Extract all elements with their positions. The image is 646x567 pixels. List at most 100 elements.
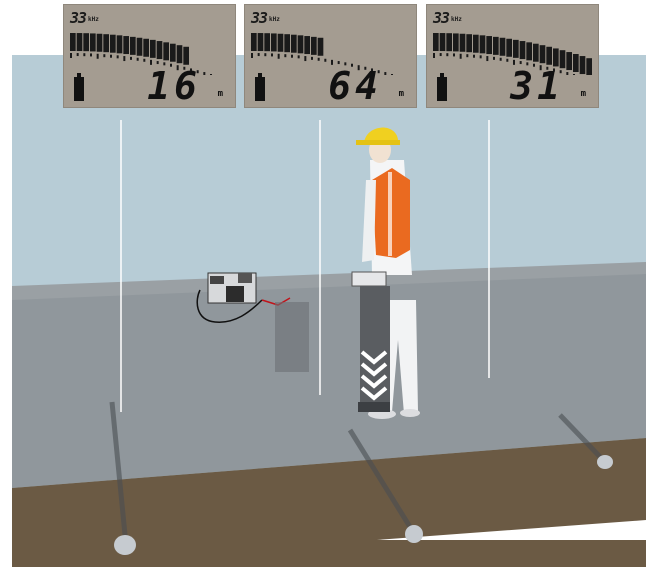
meter-segment — [150, 40, 156, 58]
meter-tick — [391, 74, 393, 75]
meter-segment — [278, 34, 284, 52]
pipe-end — [114, 535, 136, 555]
meter-tick — [103, 54, 105, 57]
meter-segment — [110, 35, 116, 53]
meter-segment — [566, 52, 572, 70]
meter-segment — [318, 38, 324, 56]
meter-segment — [157, 41, 163, 59]
meter-segment — [90, 33, 96, 51]
meter-tick — [143, 59, 145, 62]
meter-segment — [493, 37, 499, 55]
meter-segment — [466, 34, 472, 52]
meter-segment — [271, 33, 277, 51]
meter-segment — [83, 33, 89, 51]
meter-tick — [446, 53, 448, 56]
meter-tick — [440, 53, 442, 56]
meter-segment — [123, 36, 129, 54]
pipe-end — [597, 455, 613, 469]
meter-tick — [480, 55, 482, 58]
meter-segment — [486, 36, 492, 54]
depth-reading: 31 — [510, 67, 564, 105]
meter-tick — [506, 59, 508, 62]
meter-segment — [480, 35, 486, 53]
meter-tick — [258, 53, 260, 56]
meter-segment — [506, 39, 512, 57]
meter-segment — [513, 40, 519, 58]
meter-tick — [460, 54, 462, 59]
meter-tick — [566, 72, 568, 75]
meter-tick — [500, 58, 502, 61]
meter-tick — [453, 53, 455, 56]
meter-tick — [318, 58, 320, 61]
meter-segment — [97, 34, 103, 52]
meter-segment — [453, 33, 459, 51]
meter-segment — [137, 38, 143, 56]
meter-tick — [433, 53, 435, 58]
meter-tick — [466, 54, 468, 57]
meter-segment — [446, 33, 452, 51]
meter-tick — [311, 57, 313, 60]
meter-segment — [440, 33, 446, 51]
meter-tick — [117, 55, 119, 58]
meter-segment — [130, 37, 136, 55]
meter-segment — [170, 44, 176, 62]
meter-segment — [473, 35, 479, 53]
meter-segment — [298, 35, 304, 53]
meter-tick — [210, 74, 212, 75]
meter-segment — [573, 54, 579, 72]
meter-tick — [473, 55, 475, 58]
meter-segment — [580, 56, 586, 74]
battery-icon — [74, 77, 84, 101]
depth-reading: 16 — [147, 67, 201, 105]
lcd-display-3: 33 kHz 31 m — [426, 4, 599, 108]
meter-tick — [486, 56, 488, 61]
meter-tick — [264, 53, 266, 56]
pipe-end — [405, 525, 423, 543]
meter-tick — [284, 54, 286, 57]
lcd-display-2: 33 kHz 64 m — [244, 4, 417, 108]
meter-tick — [251, 53, 253, 58]
meter-tick — [384, 72, 386, 75]
meter-segment — [520, 41, 526, 59]
meter-tick — [324, 59, 326, 62]
depth-unit: m — [399, 89, 404, 99]
meter-segment — [311, 37, 317, 55]
meter-tick — [123, 56, 125, 61]
meter-segment — [533, 44, 539, 62]
meter-segment — [143, 39, 149, 57]
meter-tick — [97, 54, 99, 59]
meter-segment — [284, 34, 290, 52]
meter-segment — [304, 36, 310, 54]
meter-segment — [586, 58, 592, 75]
meter-segment — [77, 33, 83, 51]
meter-tick — [493, 57, 495, 60]
meter-tick — [203, 72, 205, 75]
meter-tick — [271, 53, 273, 56]
meter-segment — [251, 33, 257, 51]
battery-icon — [437, 77, 447, 101]
meter-tick — [110, 55, 112, 58]
meter-segment — [460, 34, 466, 52]
meter-segment — [291, 35, 297, 53]
meter-segment — [500, 38, 506, 56]
receiver-ghost — [275, 302, 309, 372]
depth-unit: m — [581, 89, 586, 99]
meter-tick — [304, 56, 306, 61]
meter-tick — [278, 54, 280, 59]
lcd-display-1: 33 kHz 16 m — [63, 4, 236, 108]
depth-unit: m — [218, 89, 223, 99]
meter-segment — [540, 45, 546, 63]
meter-segment — [103, 34, 109, 52]
meter-tick — [291, 55, 293, 58]
meter-tick — [70, 53, 72, 58]
meter-tick — [573, 74, 575, 75]
meter-segment — [163, 42, 169, 60]
battery-icon — [255, 77, 265, 101]
meter-segment — [526, 42, 532, 60]
meter-segment — [264, 33, 270, 51]
meter-segment — [183, 47, 189, 65]
meter-segment — [546, 47, 552, 65]
meter-tick — [90, 53, 92, 56]
meter-segment — [117, 35, 123, 53]
meter-tick — [298, 55, 300, 58]
